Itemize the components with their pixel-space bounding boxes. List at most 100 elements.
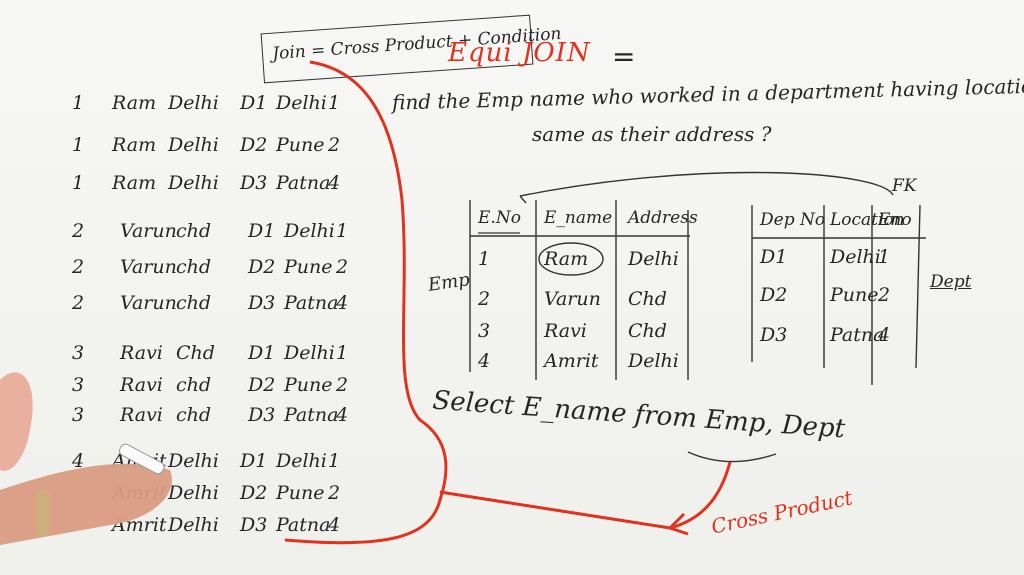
cross-row-4-cell-2: chd <box>176 256 212 278</box>
cross-row-11-cell-5: 4 <box>328 514 341 536</box>
cross-row-8-cell-4: Patna <box>284 404 339 426</box>
empTable-row-2-cell-2: Chd <box>628 320 667 342</box>
cross-row-1-cell-2: Delhi <box>168 134 219 156</box>
deptTable-row-2-cell-0: D3 <box>760 324 788 346</box>
cross-row-3-cell-4: Delhi <box>284 220 335 242</box>
red-marker-loop <box>284 60 448 545</box>
brace-under-tables <box>687 451 777 463</box>
deptTable-row-0-cell-0: D1 <box>760 246 788 268</box>
cross-row-3-cell-3: D1 <box>248 220 276 242</box>
cross-row-1-cell-0: 1 <box>72 134 85 156</box>
equi-join-heading: Equi JOIN <box>448 38 591 68</box>
deptTable-header-1: Location <box>830 210 905 230</box>
question-line-2: same as their address ? <box>532 122 772 146</box>
cross-row-11-cell-2: Delhi <box>168 514 219 536</box>
cross-row-10-cell-4: Pune <box>276 482 325 504</box>
empTable-row-3-cell-0: 4 <box>478 350 491 372</box>
cross-row-4-cell-3: D2 <box>248 256 276 278</box>
bracelet <box>36 490 50 536</box>
cross-row-8-cell-3: D3 <box>248 404 276 426</box>
cross-row-0-cell-2: Delhi <box>168 92 219 114</box>
cross-row-4-cell-5: 2 <box>336 256 349 278</box>
cross-row-0-cell-0: 1 <box>72 92 85 114</box>
cross-row-7-cell-1: Ravi <box>120 374 163 396</box>
cross-row-2-cell-1: Ram <box>112 172 157 194</box>
cross-row-2-cell-0: 1 <box>72 172 85 194</box>
red-arrow-line <box>439 461 732 530</box>
cross-row-1-cell-4: Pune <box>276 134 325 156</box>
emp-table-lines <box>469 200 690 380</box>
cross-row-7-cell-5: 2 <box>336 374 349 396</box>
cross-row-5-cell-3: D3 <box>248 292 276 314</box>
empTable-row-0-cell-0: 1 <box>478 248 491 270</box>
cross-row-3-cell-0: 2 <box>72 220 85 242</box>
empTable-row-0-cell-1: Ram <box>544 248 589 270</box>
cross-row-5-cell-0: 2 <box>72 292 85 314</box>
cross-row-10-cell-2: Delhi <box>168 482 219 504</box>
cross-row-5-cell-4: Patna <box>284 292 339 314</box>
cross-row-5-cell-1: Varun <box>120 292 177 314</box>
empTable-row-3-cell-1: Amrit <box>544 350 599 372</box>
cross-row-2-cell-4: Patna <box>276 172 331 194</box>
cross-row-0-cell-5: 1 <box>328 92 341 114</box>
hand-with-marker <box>0 463 172 545</box>
cross-row-9-cell-3: D1 <box>240 450 268 472</box>
cross-row-8-cell-0: 3 <box>72 404 85 426</box>
empTable-row-0-cell-2: Delhi <box>628 248 679 270</box>
cross-row-2-cell-2: Delhi <box>168 172 219 194</box>
cross-row-6-cell-5: 1 <box>336 342 349 364</box>
dept-table-label: Dept <box>930 272 972 292</box>
cross-row-1-cell-5: 2 <box>328 134 341 156</box>
cross-row-6-cell-2: Chd <box>176 342 215 364</box>
empTable-row-3-cell-2: Delhi <box>628 350 679 372</box>
cross-row-3-cell-1: Varun <box>120 220 177 242</box>
cross-row-9-cell-4: Delhi <box>276 450 327 472</box>
cross-row-5-cell-5: 4 <box>336 292 349 314</box>
cross-row-1-cell-1: Ram <box>112 134 157 156</box>
empTable-header-0: E.No <box>478 208 521 228</box>
cross-row-0-cell-4: Delhi <box>276 92 327 114</box>
deptTable-header-2: Eno <box>878 210 912 230</box>
deptTable-row-2-cell-1: Patna <box>830 324 885 346</box>
marker-pen <box>119 443 165 475</box>
empTable-row-1-cell-2: Chd <box>628 288 667 310</box>
empTable-row-2-cell-1: Ravi <box>544 320 587 342</box>
dept-table-lines <box>751 204 926 385</box>
cross-row-7-cell-3: D2 <box>248 374 276 396</box>
empTable-header-2: Address <box>628 208 698 228</box>
cross-row-11-cell-3: D3 <box>240 514 268 536</box>
cross-row-0-cell-3: D1 <box>240 92 268 114</box>
empTable-row-2-cell-0: 3 <box>478 320 491 342</box>
cross-row-2-cell-3: D3 <box>240 172 268 194</box>
cross-row-9-cell-0: 4 <box>72 450 85 472</box>
cross-row-6-cell-1: Ravi <box>120 342 163 364</box>
deptTable-row-2-cell-2: 4 <box>878 324 891 346</box>
hand-left <box>0 372 33 471</box>
cross-row-8-cell-1: Ravi <box>120 404 163 426</box>
cross-row-10-cell-5: 2 <box>328 482 341 504</box>
cross-row-8-cell-5: 4 <box>336 404 349 426</box>
cross-row-8-cell-2: chd <box>176 404 212 426</box>
empTable-row-1-cell-1: Varun <box>544 288 601 310</box>
cross-row-1-cell-3: D2 <box>240 134 268 156</box>
cross-row-6-cell-4: Delhi <box>284 342 335 364</box>
deptTable-row-1-cell-1: Pune <box>830 284 879 306</box>
empTable-row-1-cell-0: 2 <box>478 288 491 310</box>
cross-row-0-cell-1: Ram <box>112 92 157 114</box>
cross-row-6-cell-3: D1 <box>248 342 276 364</box>
deptTable-row-0-cell-1: Delhi <box>830 246 881 268</box>
ram-circle <box>538 242 604 276</box>
cross-row-4-cell-4: Pune <box>284 256 333 278</box>
cross-row-9-cell-5: 1 <box>328 450 341 472</box>
empTable-header-1: E_name <box>544 208 613 228</box>
cross-row-5-cell-2: chd <box>176 292 212 314</box>
cross-row-4-cell-0: 2 <box>72 256 85 278</box>
cross-row-10-cell-3: D2 <box>240 482 268 504</box>
fk-arrow <box>519 171 894 197</box>
cross-row-7-cell-4: Pune <box>284 374 333 396</box>
cross-row-3-cell-2: chd <box>176 220 212 242</box>
cross-row-2-cell-5: 4 <box>328 172 341 194</box>
cross-row-6-cell-0: 3 <box>72 342 85 364</box>
cross-row-9-cell-2: Delhi <box>168 450 219 472</box>
